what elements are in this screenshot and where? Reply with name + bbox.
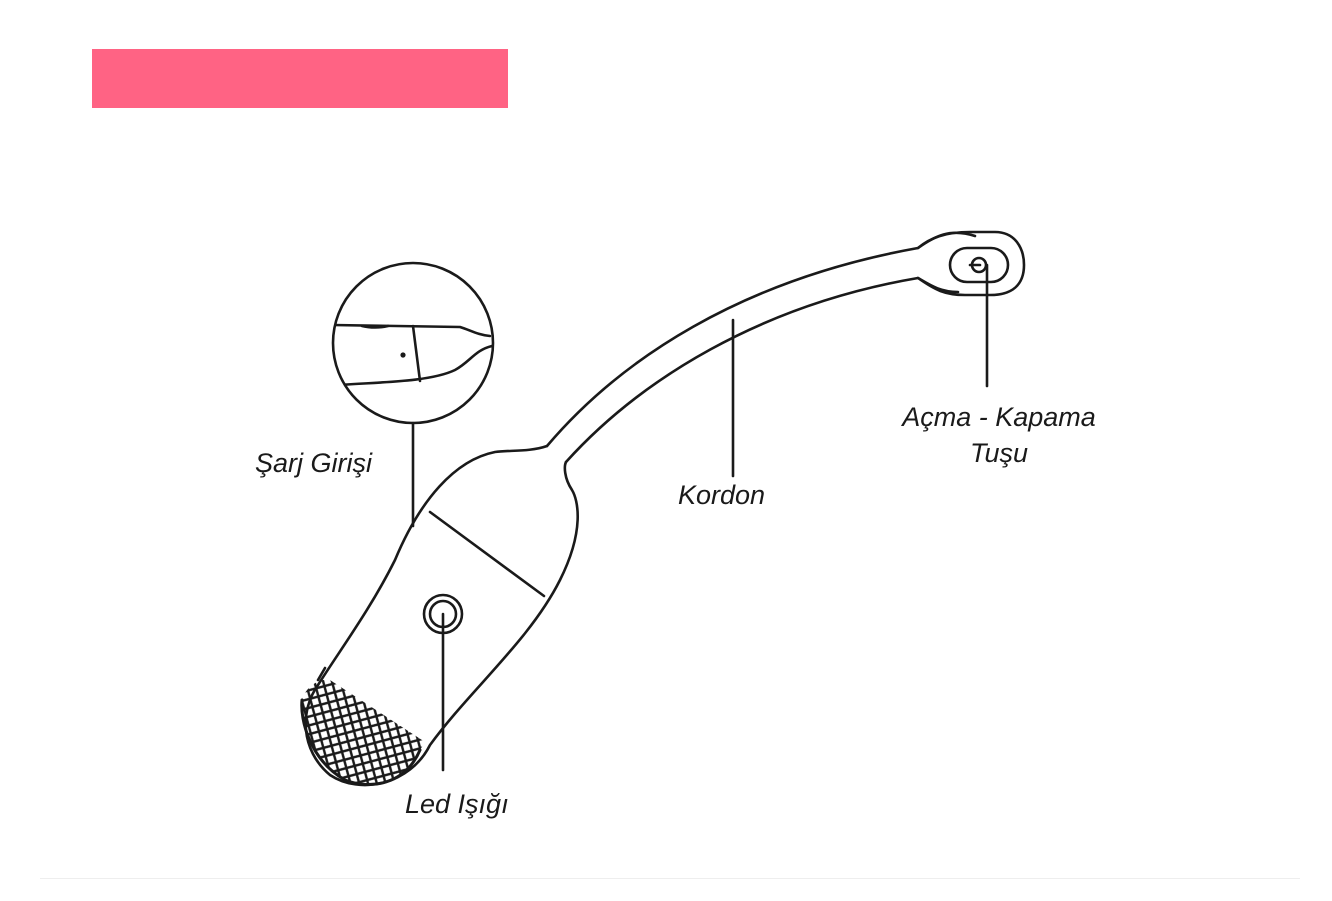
magnifier-circle xyxy=(331,261,495,425)
label-acma-kapama-line1: Açma - Kapama xyxy=(902,402,1096,432)
label-acma-kapama-line2: Tuşu xyxy=(969,438,1029,468)
power-button-head xyxy=(916,230,1026,297)
header-banner xyxy=(92,49,508,108)
device-body-outline xyxy=(304,444,579,787)
label-led-isigi: Led Işığı xyxy=(405,789,509,819)
footer-divider xyxy=(40,878,1300,879)
body-seam xyxy=(428,510,546,598)
power-button-housing xyxy=(948,246,1010,284)
label-kordon: Kordon xyxy=(678,480,766,510)
label-acma-kapama: Açma - Kapama Tuşu xyxy=(890,399,1108,471)
label-sarj-girisi: Şarj Girişi xyxy=(255,448,373,478)
